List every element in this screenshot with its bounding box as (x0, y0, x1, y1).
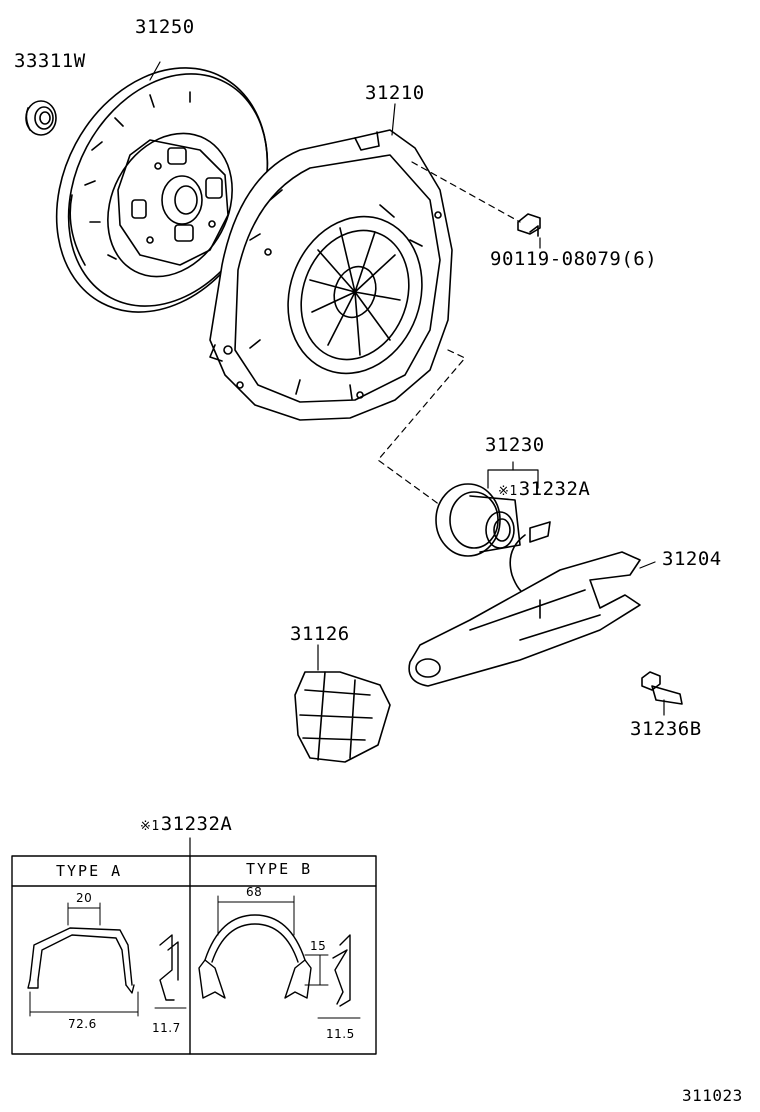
type-b-dimensions (217, 895, 361, 1019)
type-a-dimensions (29, 902, 187, 1017)
dim-b-height: 15 (310, 939, 327, 953)
part-label-fork: 31204 (662, 548, 722, 570)
clutch-disc-drawing (55, 67, 269, 313)
detail-title: ※131232A (140, 815, 232, 834)
boot-drawing (294, 671, 391, 763)
pivot-bolt-drawing (641, 671, 683, 705)
detail-box (11, 855, 377, 1055)
part-label-cover: 31210 (365, 82, 425, 104)
type-a-clip-drawing (27, 927, 179, 1001)
part-label-disc: 31250 (135, 16, 195, 38)
assembly-dashed-lines (377, 161, 521, 506)
part-label-clip-number: 31232A (518, 478, 591, 500)
clutch-cover-drawing (209, 129, 453, 421)
detail-part-number: 31232A (160, 813, 233, 835)
leader-lines (149, 61, 665, 857)
type-b-clip-drawing (198, 914, 351, 1007)
part-label-boot: 31126 (290, 623, 350, 645)
dim-b-depth: 11.5 (326, 1027, 355, 1041)
dim-b-top: 68 (246, 885, 263, 899)
cover-bolt-drawing (517, 213, 541, 237)
dim-a-width: 72.6 (68, 1017, 97, 1031)
type-a-header: TYPE A (56, 862, 123, 880)
part-label-release-bearing: 31230 (485, 434, 545, 456)
dim-a-depth: 11.7 (152, 1021, 181, 1035)
dim-a-top: 20 (76, 891, 93, 905)
clip-wire-drawing (509, 534, 529, 597)
note-marker: ※1 (498, 484, 518, 499)
diagram-code: 311023 (682, 1086, 743, 1105)
part-label-clip: ※131232A (498, 480, 590, 499)
part-label-bearing: 33311W (14, 50, 86, 72)
release-bearing-drawing (435, 483, 551, 557)
release-fork-drawing (408, 551, 641, 687)
type-b-header: TYPE B (246, 860, 313, 878)
pilot-bearing-drawing (25, 100, 57, 136)
detail-note-marker: ※1 (140, 819, 160, 834)
part-label-bolt: 90119-08079(6) (490, 248, 658, 270)
part-label-pivot: 31236B (630, 718, 702, 740)
